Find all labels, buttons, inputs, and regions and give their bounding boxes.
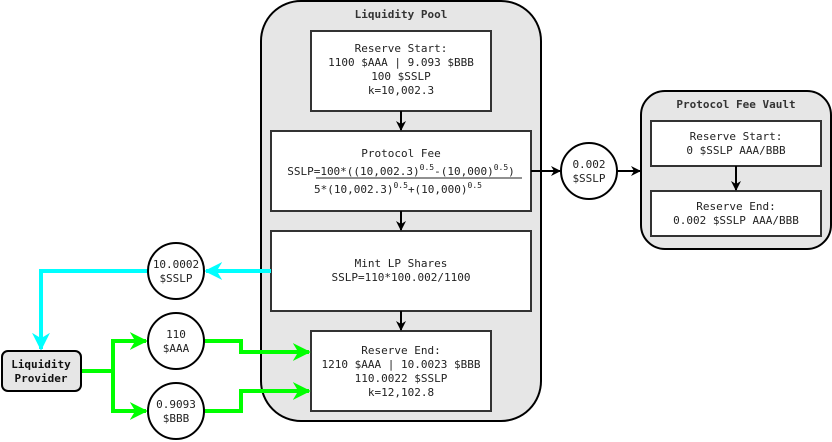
- green-arrow-provider-to-bbb: [111, 371, 148, 420]
- protocol-fee-vault-title: Protocol Fee Vault: [676, 98, 795, 111]
- pool-reserve-start-heading: Reserve Start:: [355, 42, 448, 55]
- vault-reserve-start-heading: Reserve Start:: [690, 130, 783, 143]
- aaa-symbol: $AAA: [163, 342, 190, 355]
- mint-lp-heading: Mint LP Shares: [355, 257, 448, 270]
- pool-reserve-end-k: k=12,102.8: [368, 386, 434, 399]
- fee-token-symbol: $SSLP: [572, 172, 605, 185]
- vault-reserve-start-value: 0 $SSLP AAA/BBB: [686, 144, 786, 157]
- protocol-fee-heading: Protocol Fee: [361, 147, 440, 160]
- vault-reserve-end-box: Reserve End: 0.002 $SSLP AAA/BBB: [650, 190, 822, 237]
- green-arrow-bbb-to-reserve: [204, 382, 311, 413]
- liquidity-pool-title: Liquidity Pool: [355, 8, 448, 21]
- protocol-fee-box: Protocol Fee SSLP=100*((10,002.3)0.5-(10…: [270, 130, 532, 212]
- bbb-amount: 0.9093: [156, 398, 196, 411]
- vault-reserve-end-value: 0.002 $SSLP AAA/BBB: [673, 214, 799, 227]
- cyan-arrow-token-to-provider: [32, 269, 148, 351]
- fee-token-amount: 0.002: [572, 158, 605, 171]
- lp-shares-symbol: $SSLP: [159, 272, 192, 285]
- pool-reserve-start-balances: 1100 $AAA | 9.093 $BBB: [328, 56, 474, 69]
- vault-reserve-start-box: Reserve Start: 0 $SSLP AAA/BBB: [650, 120, 822, 167]
- pool-reserve-end-heading: Reserve End:: [361, 344, 440, 357]
- lp-shares-token-circle: 10.0002 $SSLP: [147, 242, 205, 300]
- pool-reserve-start-k: k=10,002.3: [368, 84, 434, 97]
- pool-reserve-start-box: Reserve Start: 1100 $AAA | 9.093 $BBB 10…: [310, 30, 492, 112]
- fee-token-circle: 0.002 $SSLP: [560, 142, 618, 200]
- pool-reserve-start-sslp: 100 $SSLP: [371, 70, 431, 83]
- aaa-amount: 110: [166, 328, 186, 341]
- protocol-fee-numerator: SSLP=100*((10,002.3)0.5-(10,000)0.5): [287, 163, 515, 178]
- bbb-token-circle: 0.9093 $BBB: [147, 382, 205, 440]
- liquidity-provider-box: Liquidity Provider: [1, 350, 82, 392]
- vault-reserve-end-heading: Reserve End:: [696, 200, 775, 213]
- pool-reserve-end-box: Reserve End: 1210 $AAA | 10.0023 $BBB 11…: [310, 330, 492, 412]
- bbb-symbol: $BBB: [163, 412, 190, 425]
- pool-reserve-end-balances: 1210 $AAA | 10.0023 $BBB: [322, 358, 481, 371]
- pool-reserve-end-sslp: 110.0022 $SSLP: [355, 372, 448, 385]
- liquidity-provider-line1: Liquidity: [11, 358, 71, 371]
- green-arrow-aaa-to-reserve: [204, 339, 311, 361]
- mint-lp-formula: SSLP=110*100.002/1100: [331, 271, 470, 284]
- lp-shares-amount: 10.0002: [153, 258, 199, 271]
- liquidity-provider-line2: Provider: [15, 372, 68, 385]
- protocol-fee-denominator: 5*(10,002.3)0.5+(10,000)0.5: [314, 181, 482, 196]
- aaa-token-circle: 110 $AAA: [147, 312, 205, 370]
- green-arrow-provider-to-aaa: [81, 332, 148, 373]
- mint-lp-shares-box: Mint LP Shares SSLP=110*100.002/1100: [270, 230, 532, 312]
